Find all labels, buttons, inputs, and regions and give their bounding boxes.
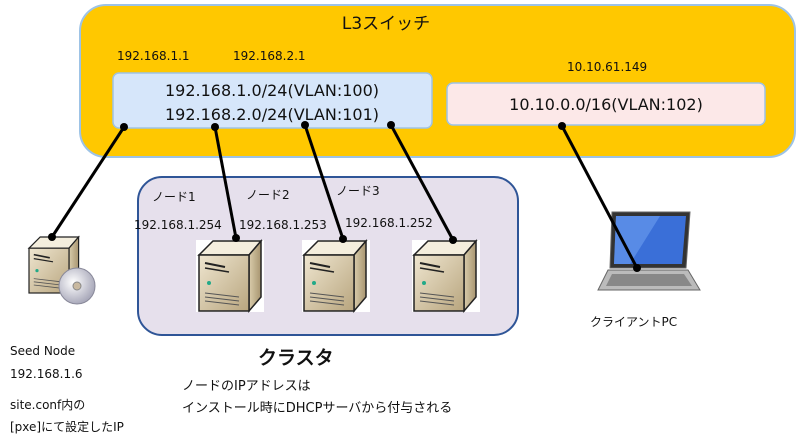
- node-1-name: ノード1: [152, 190, 196, 204]
- gateway-ip-2: 192.168.2.1: [233, 49, 306, 63]
- gateway-ip-1: 192.168.1.1: [117, 49, 190, 63]
- seed-link: [50, 126, 126, 238]
- node-3-server-icon: [413, 240, 477, 312]
- node-2-link: [303, 124, 345, 240]
- client-pc-label: クライアントPC: [590, 315, 677, 329]
- cluster-note-line-2: インストール時にDHCPサーバから付与される: [182, 401, 452, 416]
- node-1-server-icon: [198, 240, 262, 312]
- cluster-note-line-1: ノードのIPアドレスは: [182, 379, 311, 394]
- vlan-100-label: 192.168.1.0/24(VLAN:100): [165, 81, 379, 100]
- seed-note-line-1: site.conf内の: [10, 398, 85, 412]
- connection-lines: [50, 124, 639, 269]
- node-1-link: [213, 126, 238, 239]
- seed-node-ip: 192.168.1.6: [10, 367, 83, 381]
- node-3-ip: 192.168.1.252: [345, 216, 433, 230]
- node-2-name: ノード2: [246, 188, 290, 202]
- seed-node-label: Seed Node: [10, 344, 75, 358]
- switch-title: L3スイッチ: [342, 14, 430, 34]
- vlan-102-label: 10.10.0.0/16(VLAN:102): [509, 95, 703, 114]
- node-2-server-icon: [303, 240, 367, 312]
- laptop-icon: [597, 211, 701, 291]
- cd-icon: [58, 267, 96, 305]
- external-ip: 10.10.61.149: [567, 60, 647, 74]
- client-link: [560, 125, 639, 269]
- external-vlan-box: [446, 82, 766, 126]
- node-3-name: ノード3: [336, 184, 380, 198]
- internal-vlan-box: [112, 72, 433, 129]
- vlan-101-label: 192.168.2.0/24(VLAN:101): [165, 105, 379, 124]
- node-1-ip: 192.168.1.254: [134, 218, 222, 232]
- cluster-title: クラスタ: [258, 347, 334, 369]
- node-3-link: [389, 124, 455, 241]
- seed-note-line-2: [pxe]にて設定したIP: [10, 419, 124, 434]
- node-2-ip: 192.168.1.253: [239, 218, 327, 232]
